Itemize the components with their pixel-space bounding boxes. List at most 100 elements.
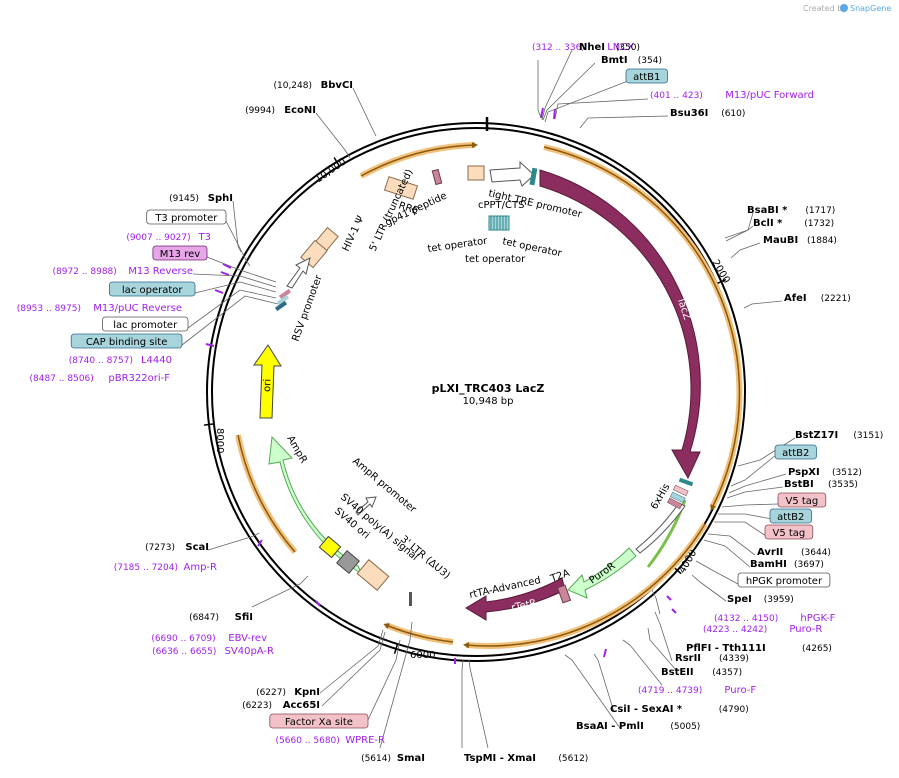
- enzyme-site-name: ScaI: [185, 542, 209, 553]
- ori-label: ori: [262, 379, 273, 392]
- tick-label: 6000: [410, 650, 435, 661]
- tick-mark: [203, 423, 215, 426]
- plasmid-length: 10,948 bp: [463, 396, 514, 407]
- cppt-cts-feature: [467, 165, 485, 181]
- enzyme-site-name: BclI *: [753, 218, 783, 229]
- feature-label: CAP binding site: [86, 337, 168, 348]
- plasmid-name: pLXI_TRC403 LacZ: [432, 382, 545, 395]
- feature-label-box: [70, 333, 183, 349]
- enzyme-site-name: AfeI: [784, 293, 807, 304]
- enzyme-site-position: (2221): [821, 294, 851, 304]
- enzyme-site-name: BstEII: [661, 667, 694, 678]
- puror-orf-arc: [646, 499, 687, 568]
- feature-label-box: [152, 245, 208, 261]
- watermark-brand: SnapGene: [850, 4, 891, 13]
- sv40-polya-feature: [336, 550, 360, 574]
- primer-position: (312 .. 336): [532, 43, 585, 53]
- tet-operator-features: [488, 215, 510, 231]
- tight-tre-promoter-feature: [489, 160, 538, 187]
- enzyme-site-name: KpnI: [294, 687, 320, 698]
- enzyme-site-position: (3644): [801, 548, 831, 558]
- enzyme-site-name: TspMI - XmaI: [464, 753, 536, 764]
- feature-label-box: [269, 713, 369, 729]
- enzyme-site-position: (1732): [804, 219, 834, 229]
- lacz-feature: [539, 169, 701, 480]
- enzyme-site-position: (3959): [764, 595, 794, 605]
- enzyme-site-name: BbvCI: [321, 80, 353, 91]
- rtetr-label: rTetR: [510, 598, 537, 614]
- feature-label: attB1: [633, 72, 660, 83]
- rsv-promoter-label: RSV promoter: [290, 273, 324, 343]
- enzyme-site-name: Bsu36I: [670, 108, 708, 119]
- feature-label: Factor Xa site: [285, 717, 353, 728]
- enzyme-site-position: (6847): [189, 613, 219, 623]
- enzyme-site-name: BsaAI - PmlI: [576, 721, 644, 732]
- enzyme-site-position: (3512): [832, 468, 862, 478]
- primer-position: (6636 .. 6655): [152, 647, 216, 657]
- enzyme-site-name: SmaI: [397, 753, 425, 764]
- primer-position: (8740 .. 8757): [69, 356, 133, 366]
- enzyme-site-name: PflFI - Tth111I: [686, 643, 766, 654]
- feature-label: attB2: [777, 512, 804, 523]
- tet-operator-label-1: tet operator: [427, 236, 489, 255]
- primer-marks: [205, 107, 677, 664]
- primer-name: hPGK-F: [800, 613, 835, 624]
- hpgk-promoter-feature: [635, 502, 686, 554]
- ltr3-label: 3' LTR (ΔU3): [398, 534, 452, 582]
- primer-name: T3: [198, 232, 211, 243]
- hiv1-psi-label: HIV-1 Ψ: [341, 214, 367, 253]
- tick-mark: [716, 278, 727, 285]
- ori-feature: [253, 344, 282, 419]
- enzyme-site-name: SphI: [208, 193, 233, 204]
- feature-label-box: [774, 444, 817, 460]
- enzyme-site-position: (7273): [145, 543, 175, 553]
- tet-operator-label-3: tet operator: [465, 254, 526, 265]
- enzyme-site-name: BmtI: [601, 55, 628, 66]
- gp41-peptide-feature: [431, 168, 443, 186]
- enzyme-site-position: (5612): [558, 754, 588, 764]
- primer-name: Puro-R: [789, 624, 822, 635]
- enzyme-site-position: (1884): [807, 236, 837, 246]
- enzyme-site-position: (1717): [805, 206, 835, 216]
- feature-label: lac operator: [122, 285, 183, 296]
- tick-label: 8000: [214, 428, 225, 453]
- orf-arcs: [235, 142, 743, 649]
- feature-label: M13 rev: [160, 249, 201, 260]
- primer-position: (8953 .. 8975): [17, 304, 81, 314]
- enzyme-site-position: (6227): [256, 688, 286, 698]
- rtetr-feature: [465, 577, 566, 621]
- tick-mark: [333, 157, 340, 167]
- watermark-created-by: Created by: [803, 4, 847, 13]
- enzyme-site-name: EcoNI: [284, 105, 316, 116]
- enzyme-site-position: (610): [721, 109, 745, 119]
- primer-name: L4440: [141, 355, 172, 366]
- enzyme-site-position: (5614): [361, 754, 391, 764]
- puror-feature: [567, 547, 637, 599]
- enzyme-site-position: (354): [638, 56, 662, 66]
- feature-label: hPGK promoter: [746, 576, 823, 587]
- feature-label-box: [109, 281, 196, 297]
- enzyme-site-position: (4357): [712, 668, 742, 678]
- 6xhis-label: 6xHis: [649, 482, 672, 512]
- primer-name: WPRE-R: [345, 735, 385, 746]
- rsv-promoter-feature: [286, 257, 311, 289]
- enzyme-site-position: (4790): [719, 705, 749, 715]
- ampr-promoter-feature: [355, 496, 377, 516]
- enzyme-site-name: SpeI: [727, 594, 752, 605]
- ampr-label: AmpR: [284, 434, 308, 465]
- primer-position: (8487 .. 8506): [30, 374, 94, 384]
- primer-name: pBR322ori-F: [108, 373, 170, 384]
- feature-label-box: [764, 524, 814, 540]
- tick-label: 10,000: [313, 156, 348, 185]
- enzyme-site-name: Acc65I: [283, 700, 320, 711]
- feature-label-box: [102, 316, 189, 332]
- snapgene-logo-icon: [840, 4, 848, 12]
- primer-position: (7185 .. 7204): [114, 563, 178, 573]
- enzyme-site-position: (4265): [802, 644, 832, 654]
- primer-position: (8972 .. 8988): [53, 267, 117, 277]
- feature-label: T3 promoter: [154, 213, 218, 224]
- enzyme-site-name: MauBI: [763, 235, 798, 246]
- enzyme-site-position: (6223): [242, 701, 272, 711]
- enzyme-site-position: (5005): [670, 722, 700, 732]
